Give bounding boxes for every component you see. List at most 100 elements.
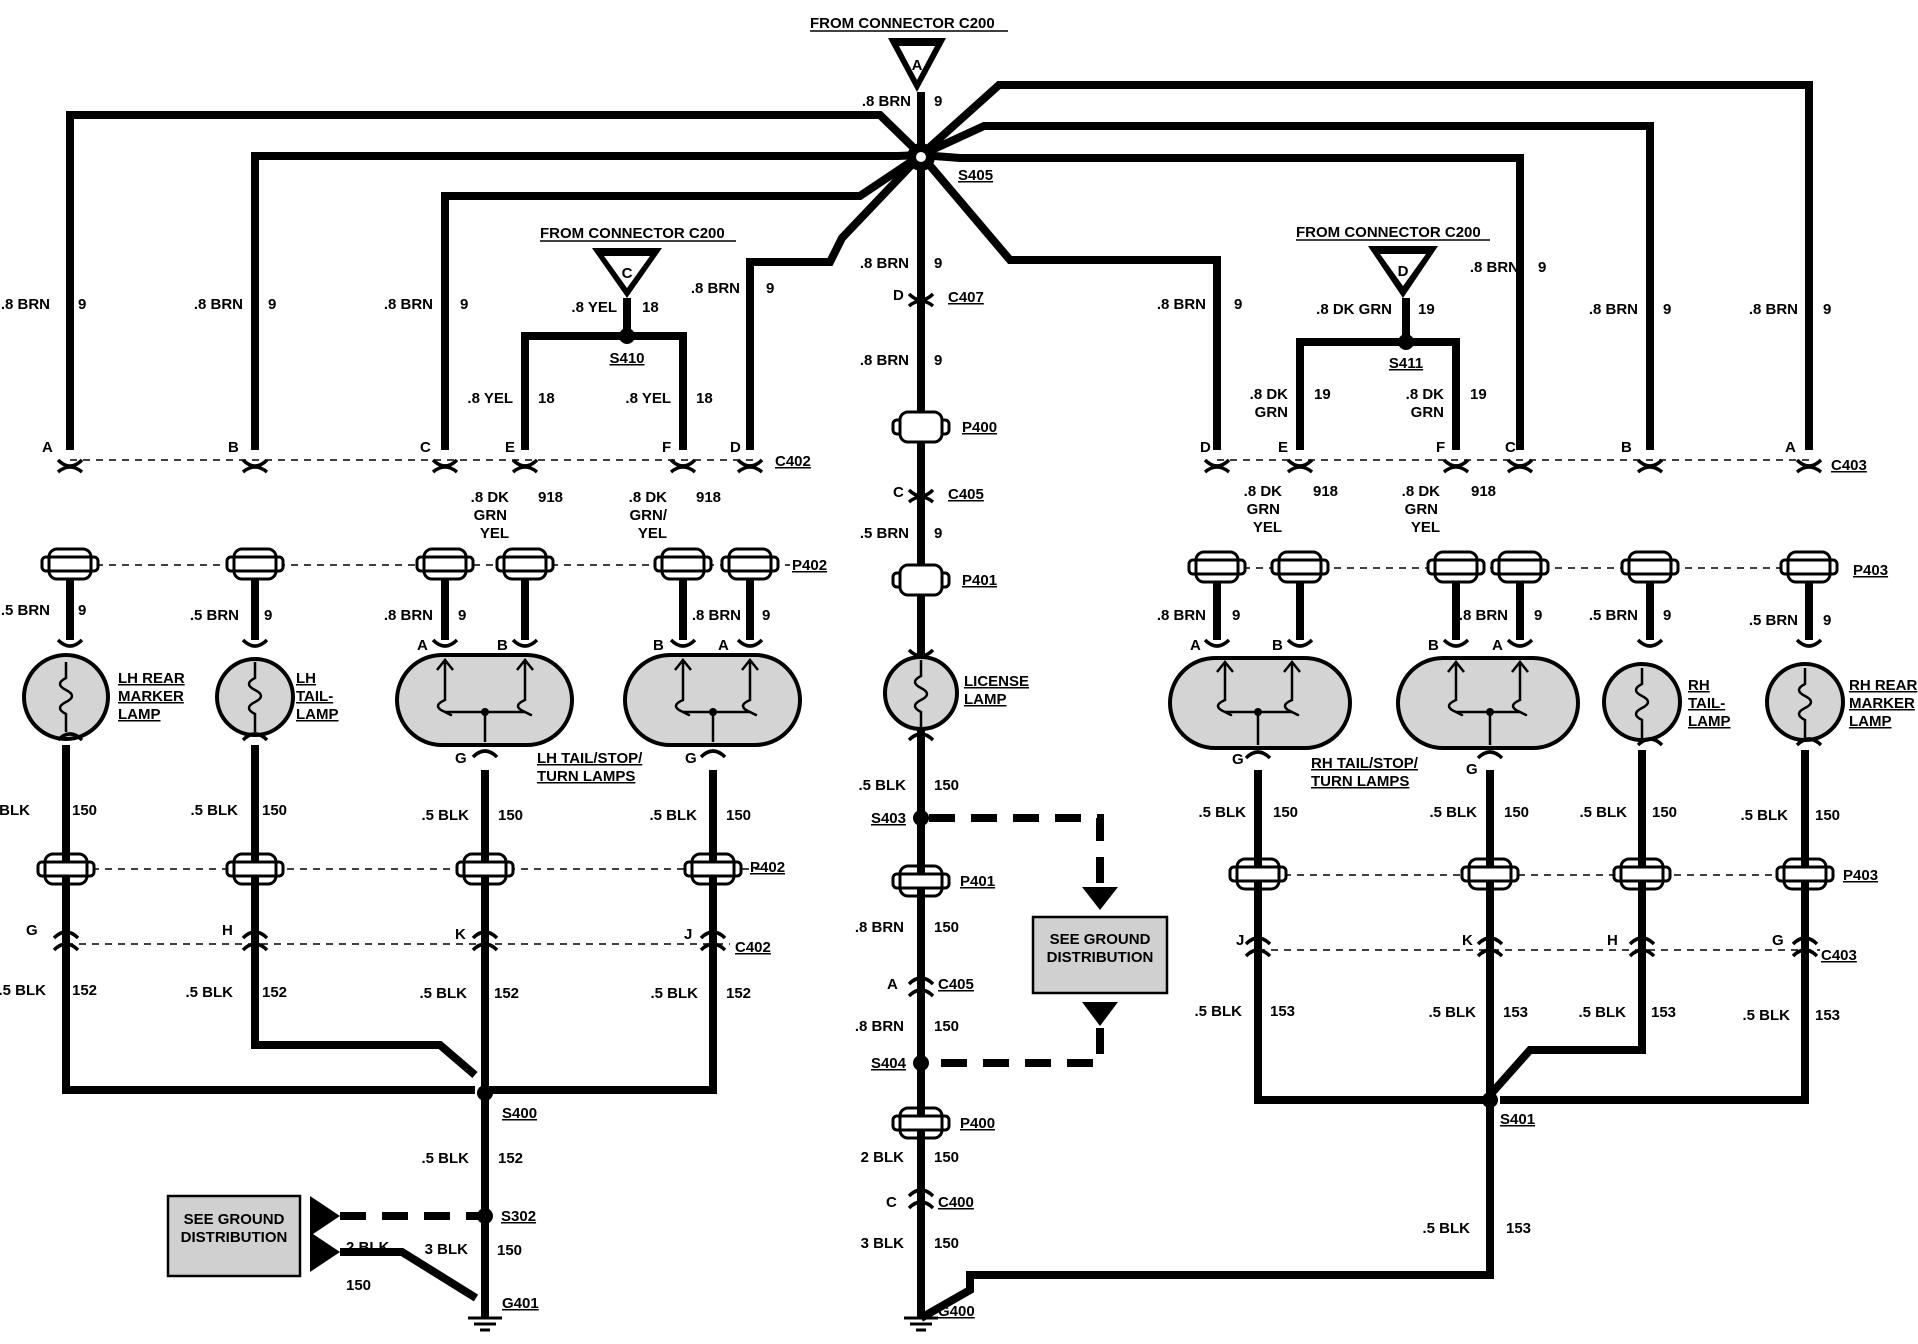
- svg-text:9: 9: [458, 607, 466, 624]
- svg-text:A: A: [1190, 637, 1201, 654]
- svg-text:S302: S302: [501, 1208, 536, 1225]
- svg-text:.8 DK: .8 DK: [1406, 386, 1445, 403]
- source-a-letter: A: [912, 57, 923, 74]
- svg-text:C: C: [886, 1194, 897, 1211]
- svg-text:150: 150: [346, 1277, 371, 1294]
- svg-text:9: 9: [1823, 612, 1831, 629]
- svg-text:GRN: GRN: [1411, 404, 1444, 421]
- svg-text:A: A: [42, 439, 53, 456]
- svg-text:9: 9: [934, 93, 942, 110]
- svg-text:C403: C403: [1821, 947, 1857, 964]
- svg-text:.5 BRN: .5 BRN: [1749, 612, 1798, 629]
- svg-text:B: B: [228, 439, 239, 456]
- svg-text:C405: C405: [948, 486, 984, 503]
- svg-text:LH REAR: LH REAR: [118, 670, 185, 687]
- svg-text:.8 BRN: .8 BRN: [855, 1018, 904, 1035]
- svg-text:P401: P401: [962, 572, 997, 589]
- svg-text:9: 9: [78, 602, 86, 619]
- svg-text:19: 19: [1418, 301, 1435, 318]
- svg-text:S401: S401: [1500, 1111, 1535, 1128]
- svg-text:LAMP: LAMP: [1849, 713, 1892, 730]
- svg-text:9: 9: [934, 255, 942, 272]
- splice-s403: [913, 810, 929, 826]
- svg-text:J: J: [684, 926, 692, 943]
- source-a: FROM CONNECTOR C200 A: [810, 15, 1008, 92]
- splice-s401: [1482, 1092, 1498, 1108]
- svg-text:.8 YEL: .8 YEL: [467, 390, 513, 407]
- svg-text:F: F: [662, 439, 671, 456]
- svg-text:P402: P402: [792, 557, 827, 574]
- svg-text:C400: C400: [938, 1194, 974, 1211]
- svg-text:.8 BRN: .8 BRN: [1157, 607, 1206, 624]
- svg-text:LH: LH: [296, 670, 316, 687]
- svg-text:.5 BLK: .5 BLK: [1194, 1003, 1242, 1020]
- svg-text:.5 BLK: .5 BLK: [1428, 1004, 1476, 1021]
- svg-text:LH TAIL/STOP/: LH TAIL/STOP/: [537, 750, 643, 767]
- svg-text:152: 152: [494, 985, 519, 1002]
- svg-text:D: D: [893, 287, 904, 304]
- svg-text:.8 YEL: .8 YEL: [625, 390, 671, 407]
- svg-text:LAMP: LAMP: [118, 706, 161, 723]
- svg-text:9: 9: [1663, 607, 1671, 624]
- svg-text:P403: P403: [1843, 867, 1878, 884]
- svg-text:TURN LAMPS: TURN LAMPS: [537, 768, 635, 785]
- svg-text:153: 153: [1506, 1220, 1531, 1237]
- svg-text:9: 9: [264, 607, 272, 624]
- svg-text:K: K: [1462, 932, 1473, 949]
- svg-text:.5 BLK: .5 BLK: [185, 984, 233, 1001]
- svg-text:GRN/: GRN/: [630, 507, 668, 524]
- svg-text:.8 BRN: .8 BRN: [384, 607, 433, 624]
- svg-text:.5 BLK: .5 BLK: [1429, 804, 1477, 821]
- svg-text:G: G: [1232, 751, 1244, 768]
- svg-text:150: 150: [726, 807, 751, 824]
- svg-text:150: 150: [72, 802, 97, 819]
- svg-text:GRN: GRN: [1405, 501, 1438, 518]
- svg-text:9: 9: [460, 296, 468, 313]
- svg-text:A: A: [1492, 637, 1503, 654]
- svg-text:152: 152: [262, 984, 287, 1001]
- svg-text:C: C: [420, 439, 431, 456]
- svg-text:150: 150: [934, 919, 959, 936]
- svg-text:C402: C402: [775, 453, 811, 470]
- svg-text:150: 150: [934, 1235, 959, 1252]
- svg-text:YEL: YEL: [480, 525, 509, 542]
- ground-g401: G401: [468, 1295, 539, 1332]
- lh-tail-lamp: LH TAIL- LAMP: [215, 638, 339, 742]
- svg-text:J: J: [1236, 932, 1244, 949]
- svg-text:LAMP: LAMP: [1688, 713, 1731, 730]
- svg-text:.5 BLK: .5 BLK: [858, 777, 906, 794]
- svg-text:.8 BRN: .8 BRN: [1749, 301, 1798, 318]
- ground-g400: G400: [904, 1303, 975, 1332]
- svg-text:A: A: [718, 637, 729, 654]
- svg-text:LICENSE: LICENSE: [964, 673, 1029, 690]
- svg-text:3 BLK: 3 BLK: [861, 1235, 905, 1252]
- svg-text:.5 BLK: .5 BLK: [0, 982, 46, 999]
- svg-text:9: 9: [1538, 259, 1546, 276]
- svg-text:.5 BRN: .5 BRN: [1, 602, 50, 619]
- svg-text:9: 9: [1534, 607, 1542, 624]
- p403-lower: [1228, 857, 1835, 891]
- svg-text:P400: P400: [960, 1115, 995, 1132]
- svg-text:.5 BLK: .5 BLK: [421, 807, 469, 824]
- svg-text:150: 150: [934, 1018, 959, 1035]
- svg-text:P401: P401: [960, 873, 995, 890]
- svg-text:C: C: [893, 484, 904, 501]
- svg-text:150: 150: [262, 802, 287, 819]
- svg-text:B: B: [653, 637, 664, 654]
- svg-text:918: 918: [1313, 483, 1338, 500]
- svg-text:B: B: [1621, 439, 1632, 456]
- svg-text:FROM CONNECTOR C200: FROM CONNECTOR C200: [1296, 224, 1481, 241]
- svg-text:.8 DK: .8 DK: [1244, 483, 1283, 500]
- svg-text:SEE GROUND: SEE GROUND: [1050, 931, 1151, 948]
- svg-text:.8 DK: .8 DK: [1402, 483, 1441, 500]
- svg-text:.8 BRN: .8 BRN: [1, 296, 50, 313]
- svg-text:.8 BRN: .8 BRN: [862, 93, 911, 110]
- svg-text:.5 BLK: .5 BLK: [0, 802, 30, 819]
- svg-text:.5 BRN: .5 BRN: [190, 607, 239, 624]
- svg-text:YEL: YEL: [638, 525, 667, 542]
- svg-text:B: B: [1428, 637, 1439, 654]
- svg-text:.5 BLK: .5 BLK: [190, 802, 238, 819]
- svg-text:.5 BLK: .5 BLK: [421, 1150, 469, 1167]
- svg-text:RH REAR: RH REAR: [1849, 677, 1918, 694]
